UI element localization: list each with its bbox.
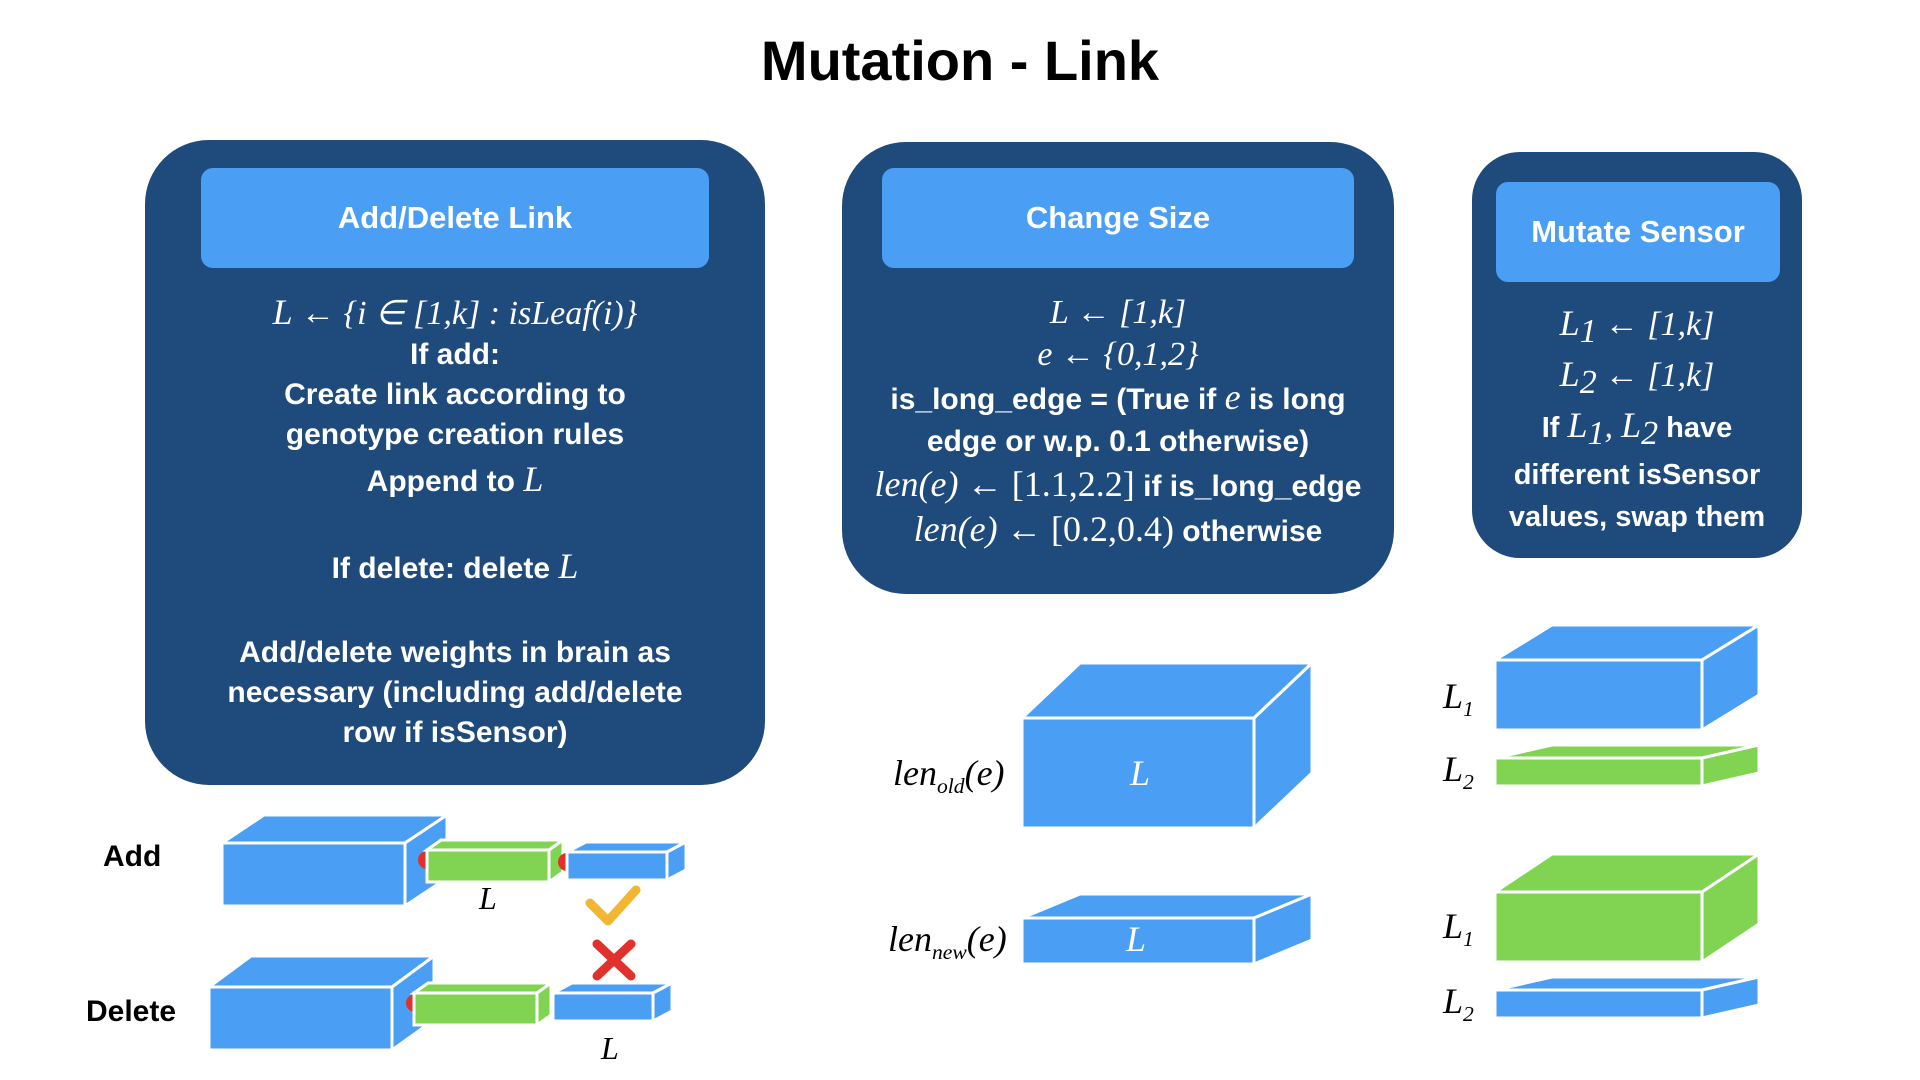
create-line-2: genotype creation rules — [285, 418, 625, 451]
add-L-label: L — [479, 880, 497, 916]
add-label: Add — [103, 840, 162, 873]
add-parent-box — [217, 812, 452, 909]
delete-parent-box — [204, 953, 439, 1053]
add-link-box — [422, 837, 568, 885]
old-box-L: L — [1130, 753, 1151, 793]
page-title: Mutation - Link — [760, 29, 1160, 92]
delete-link-box — [409, 980, 556, 1028]
sensor-top-L2-box — [1493, 743, 1761, 788]
is-long-line-2: edge or w.p. 0.1 otherwise) — [926, 425, 1310, 458]
swap-line-2: different isSensor — [1513, 459, 1761, 492]
change-size-header: Change Size — [882, 168, 1354, 268]
swap-line-3: values, swap them — [1508, 501, 1766, 534]
swap-line-1: If L1, L2 have — [1541, 404, 1733, 452]
weights-line-1: Add/delete weights in brain as — [239, 636, 671, 669]
new-box-L: L — [1126, 919, 1147, 959]
weights-line-2: necessary (including add/delete — [227, 676, 683, 709]
mutate-sensor-header: Mutate Sensor — [1496, 182, 1780, 282]
len-short-line: len(e) ← [0.2,0.4) otherwise — [913, 509, 1323, 549]
len-long-line: len(e) ← [1.1,2.2] if is_long_edge — [874, 464, 1362, 504]
change-size-body: L ← [1,k] e ← {0,1,2} is_long_edge = (Tr… — [842, 292, 1394, 553]
leaf-equation: L ← {i ∈ [1,k] : isLeaf(i)} — [272, 292, 638, 332]
delete-L-label: L — [601, 1030, 619, 1066]
old-size-box — [1018, 659, 1316, 832]
cross-icon — [592, 939, 636, 981]
is-long-line-1: is_long_edge = (True if e is long — [890, 377, 1346, 417]
L-range-equation: L ← [1,k] — [1049, 294, 1187, 331]
if-add-line: If add: — [410, 338, 500, 371]
add-delete-body: L ← {i ∈ [1,k] : isLeaf(i)} If add: Crea… — [145, 292, 765, 753]
change-size-panel: Change Size L ← [1,k] e ← {0,1,2} is_lon… — [842, 142, 1394, 594]
delete-label: Delete — [86, 995, 177, 1028]
e-choice-equation: e ← {0,1,2} — [1037, 336, 1199, 373]
weights-line-3: row if isSensor) — [342, 716, 568, 749]
sensor-top-L2-label: L2 — [1443, 749, 1474, 795]
check-icon — [585, 885, 641, 926]
mutate-sensor-panel: Mutate Sensor L1 ← [1,k] L2 ← [1,k] If L… — [1472, 152, 1802, 558]
append-line: Append to L — [366, 459, 544, 499]
L1-equation: L1 ← [1,k] — [1559, 303, 1715, 350]
add-child-box — [565, 839, 688, 883]
sensor-bottom-L1-label: L1 — [1443, 906, 1474, 952]
sensor-bottom-L2-box — [1493, 975, 1761, 1020]
sensor-bottom-L2-label: L2 — [1443, 981, 1474, 1027]
sensor-top-L1-box — [1489, 622, 1765, 733]
sensor-bottom-L1-box — [1490, 851, 1764, 965]
delete-child-box — [551, 980, 674, 1024]
add-delete-panel: Add/Delete Link L ← {i ∈ [1,k] : isLeaf(… — [145, 140, 765, 785]
len-old-label: lenold(e) — [893, 753, 1005, 799]
new-size-box — [1020, 891, 1314, 967]
len-new-label: lennew(e) — [888, 919, 1007, 965]
mutate-sensor-body: L1 ← [1,k] L2 ← [1,k] If L1, L2 have dif… — [1472, 302, 1802, 538]
create-line-1: Create link according to — [284, 378, 626, 411]
add-delete-header: Add/Delete Link — [201, 168, 709, 268]
sensor-top-L1-label: L1 — [1443, 676, 1474, 722]
L2-equation: L2 ← [1,k] — [1559, 353, 1715, 401]
if-delete-line: If delete: delete L — [331, 546, 579, 586]
